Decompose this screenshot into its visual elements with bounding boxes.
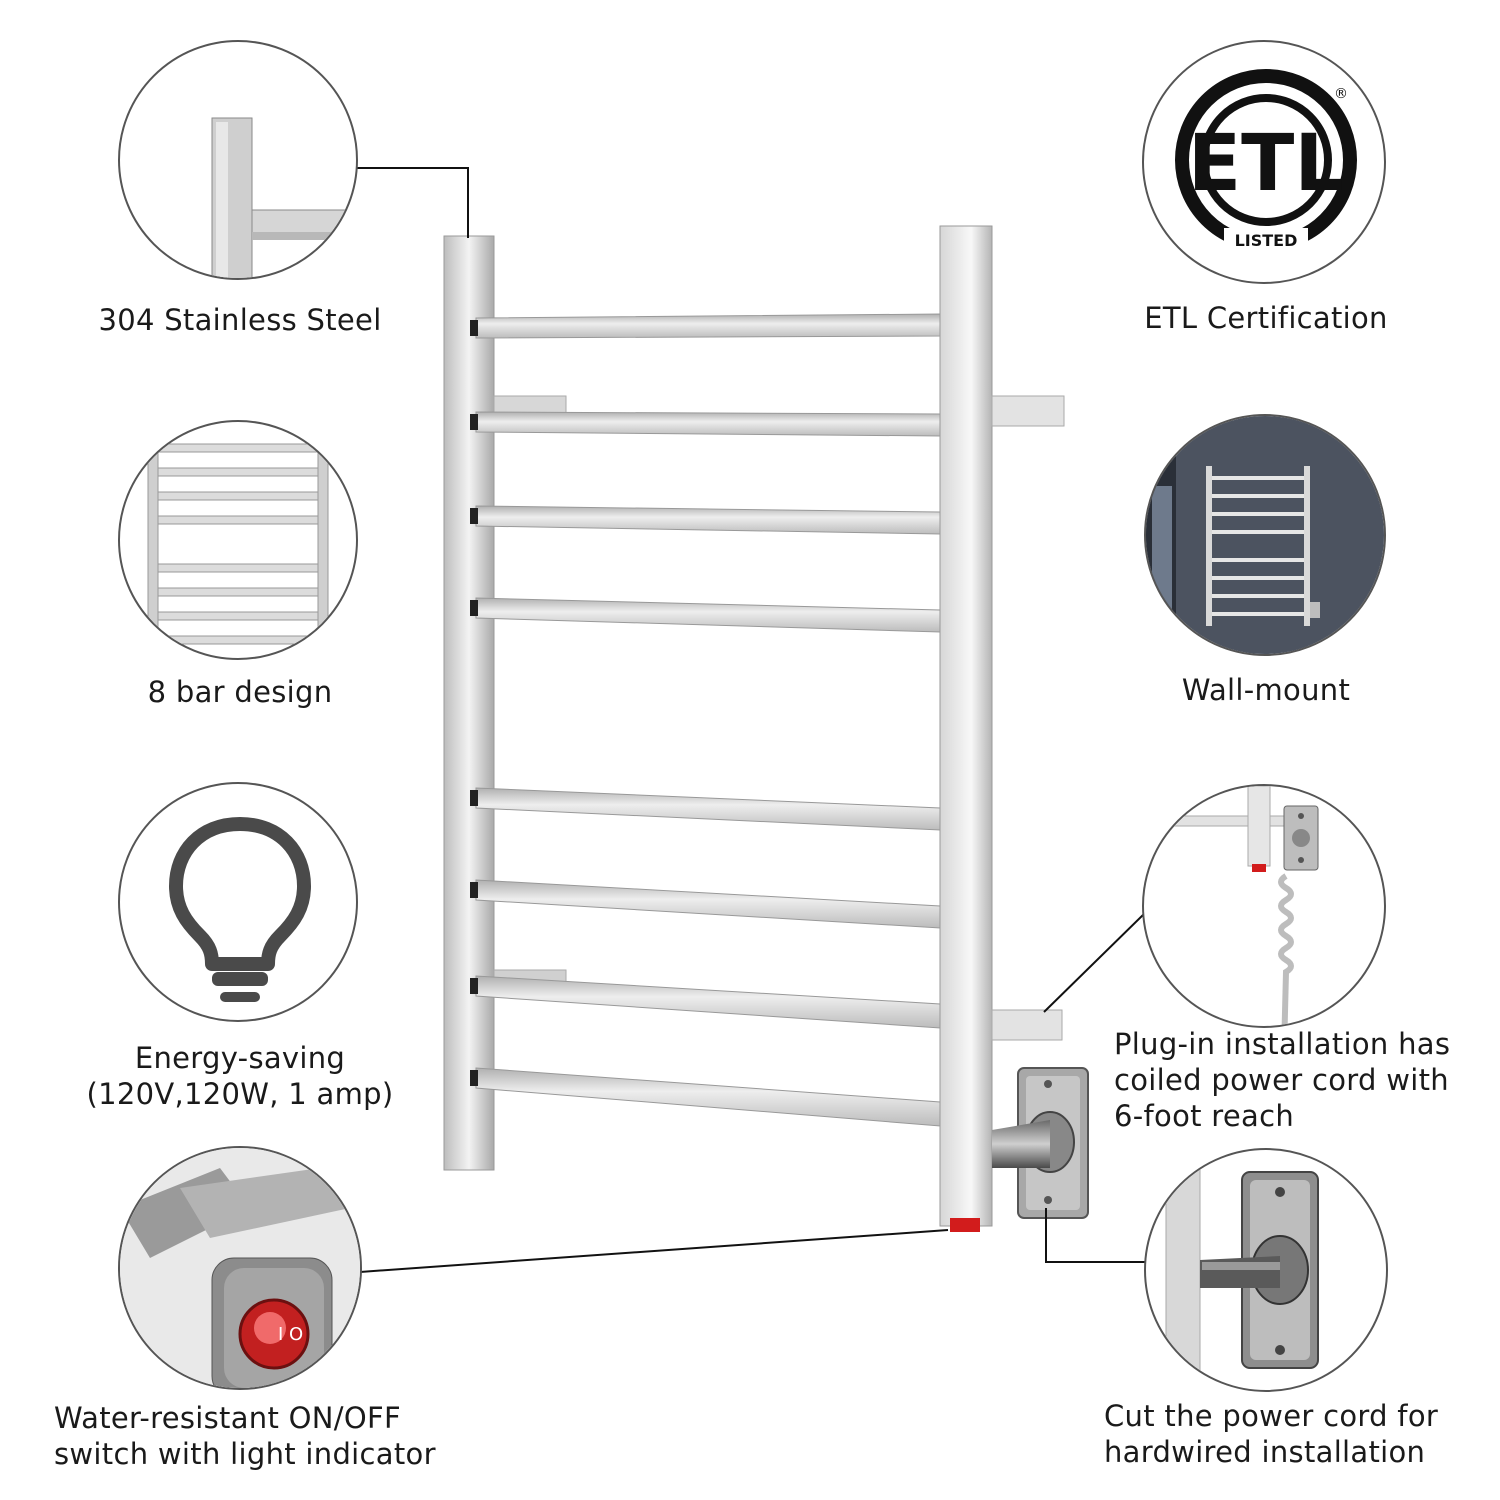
callout-line-plugin bbox=[1043, 913, 1145, 1013]
hardwire-label: Cut the power cord for hardwired install… bbox=[1104, 1398, 1438, 1470]
bar-rack-icon bbox=[147, 441, 329, 658]
steel-label: 304 Stainless Steel bbox=[98, 303, 382, 337]
right-post bbox=[939, 225, 993, 1227]
wall-detail-circle bbox=[1144, 414, 1386, 656]
bars-label: 8 bar design bbox=[147, 675, 333, 709]
etl-detail-circle: ETL LISTED ® bbox=[1142, 40, 1386, 284]
etl-label: ETL Certification bbox=[1144, 301, 1388, 335]
bar-7 bbox=[475, 975, 941, 1029]
etl-listed-text: LISTED bbox=[1235, 231, 1298, 250]
power-pipe bbox=[992, 1120, 1050, 1168]
bar-6 bbox=[475, 879, 941, 929]
bar-2 bbox=[475, 411, 941, 437]
hardwire-line-1: Cut the power cord for bbox=[1104, 1399, 1439, 1433]
bars-detail-circle bbox=[118, 420, 358, 660]
energy-line-2: (120V,120W, 1 amp) bbox=[86, 1077, 394, 1111]
bar-3 bbox=[475, 505, 941, 535]
switch-detail-circle: I O bbox=[118, 1146, 362, 1390]
bar-4 bbox=[475, 597, 941, 633]
plugin-detail-circle bbox=[1142, 784, 1386, 1028]
bars bbox=[475, 313, 941, 1127]
bar-8 bbox=[475, 1067, 941, 1127]
energy-detail-circle bbox=[118, 782, 358, 1022]
svg-text:I O: I O bbox=[278, 1324, 303, 1345]
etl-logo-text: ETL bbox=[1188, 119, 1344, 209]
wall-label: Wall-mount bbox=[1181, 673, 1351, 707]
etl-registered-mark: ® bbox=[1334, 86, 1348, 102]
etl-logo-icon: ETL LISTED ® bbox=[1175, 69, 1357, 252]
plugin-line-1: Plug-in installation has bbox=[1114, 1027, 1451, 1061]
bar-1 bbox=[475, 313, 941, 339]
coiled-cord-icon bbox=[1163, 786, 1319, 1026]
power-switch-icon: I O bbox=[120, 1148, 360, 1388]
switch-indicator bbox=[950, 1218, 980, 1232]
switch-line-2: switch with light indicator bbox=[54, 1437, 436, 1471]
callout-line-switch bbox=[359, 1229, 949, 1273]
switch-label: Water-resistant ON/OFF switch with light… bbox=[54, 1400, 436, 1472]
lightbulb-icon bbox=[169, 817, 311, 1002]
plugin-label: Plug-in installation has coiled power co… bbox=[1114, 1026, 1450, 1134]
bracket-right-bottom bbox=[991, 1009, 1063, 1041]
plugin-line-2: coiled power cord with bbox=[1114, 1063, 1449, 1097]
wall-plate-icon bbox=[1165, 1150, 1319, 1390]
wall-mounted-rack-icon bbox=[1146, 416, 1384, 654]
callout-line-steel bbox=[356, 167, 469, 238]
left-post bbox=[443, 235, 495, 1171]
steel-corner-icon bbox=[211, 117, 356, 278]
hardwire-detail-circle bbox=[1144, 1148, 1388, 1392]
switch-line-1: Water-resistant ON/OFF bbox=[54, 1401, 401, 1435]
plugin-line-3: 6-foot reach bbox=[1114, 1099, 1295, 1133]
hardwire-line-2: hardwired installation bbox=[1104, 1435, 1426, 1469]
energy-line-1: Energy-saving bbox=[134, 1041, 346, 1075]
energy-label: Energy-saving (120V,120W, 1 amp) bbox=[40, 1040, 440, 1112]
bracket-left-top bbox=[493, 395, 567, 415]
callout-line-hardwire bbox=[1045, 1208, 1148, 1263]
steel-detail-circle bbox=[118, 40, 358, 280]
bar-5 bbox=[475, 787, 941, 831]
bracket-right-top bbox=[991, 395, 1065, 427]
